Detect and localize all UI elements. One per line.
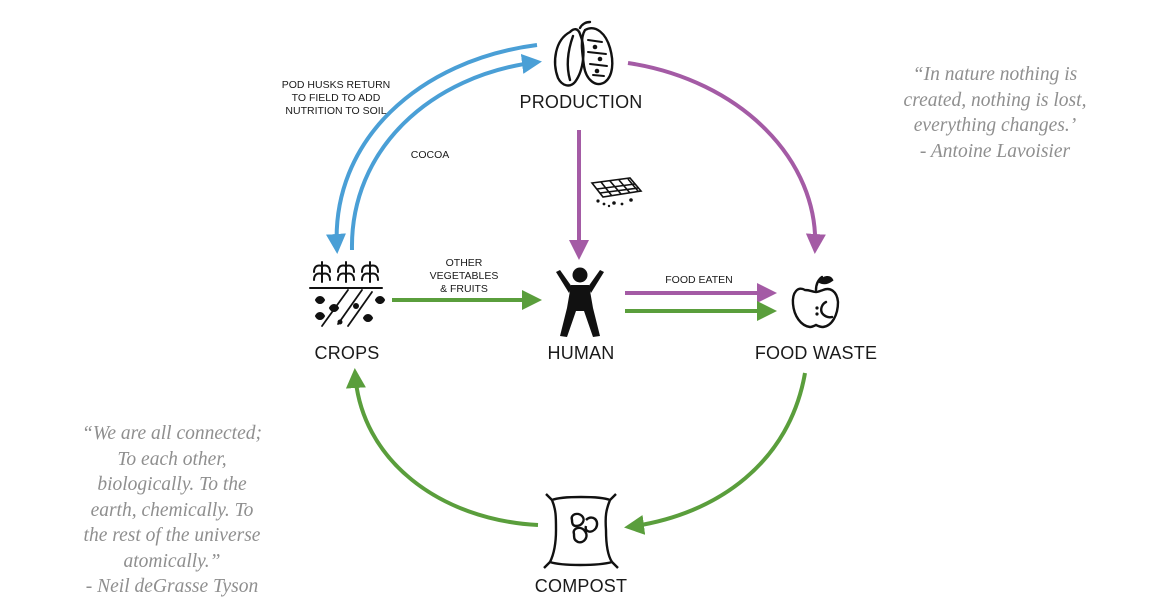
arrow-crops-to-production [349,53,542,251]
chocolate-bar-icon [590,177,643,208]
quote-lavoisier: “In nature nothing is created, nothing i… [903,64,1087,162]
arrow-food-waste-to-compost [624,372,807,535]
eaten-apple-icon [791,275,840,329]
cocoa-pod-icon [554,20,614,87]
edge-label-cocoa: COCOA [410,149,450,161]
arrow-production-to-food-waste [627,61,826,254]
edge-label-food-eaten: FOOD EATEN [665,274,733,286]
node-label-compost: COMPOST [534,576,628,596]
compost-bag-icon [543,493,619,569]
node-label-food-waste: FOOD WASTE [754,343,878,363]
arrow-production-to-crops [326,43,538,254]
node-label-crops: CROPS [314,343,380,363]
crops-field-icon [309,261,386,327]
node-label-production: PRODUCTION [519,92,643,112]
arrow-compost-to-crops [345,368,539,527]
node-label-human: HUMAN [547,343,615,363]
human-figure-icon [556,267,604,337]
edge-label-pod-husks: POD HUSKS RETURN TO FIELD TO ADD NUTRITI… [281,79,391,117]
edge-label-other-vegetables: OTHER VEGETABLES & FRUITS [429,257,499,295]
quote-tyson: “We are all connected; To each other, bi… [82,423,262,597]
